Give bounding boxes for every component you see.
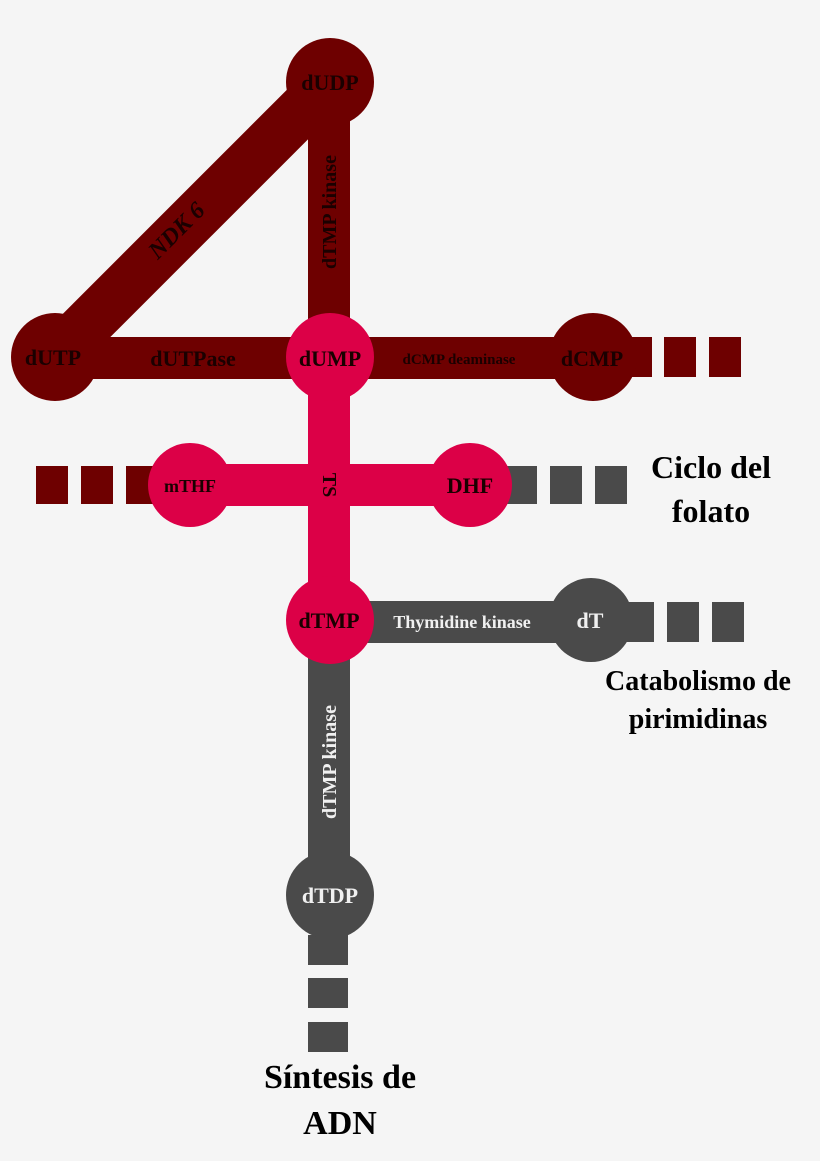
label-dtmp: dTMP: [298, 608, 359, 633]
mthf-dash-1: [36, 466, 68, 504]
pyrimidine-catabolism-label-line1: Catabolismo de: [605, 666, 791, 697]
node-dtdp: [286, 851, 374, 939]
node-mthf: [148, 443, 232, 527]
enzyme-dutpase: dUTPase: [150, 346, 236, 371]
gray-pathway: [308, 466, 744, 1052]
ts-connector-horizontal: [190, 464, 470, 506]
node-dtmp: [286, 576, 374, 664]
dark-red-pathway: [36, 64, 741, 504]
enzyme-dtmp-kinase-top: dTMP kinase: [319, 155, 341, 269]
dhf-dash-2: [550, 466, 582, 504]
enzyme-ts: TS: [318, 473, 340, 497]
dt-dash-2: [667, 602, 699, 642]
label-dudp: dUDP: [301, 70, 358, 95]
node-labels: dUDP dUTP dUMP dCMP mTHF DHF dTMP dT dTD…: [25, 70, 623, 908]
label-dutp: dUTP: [25, 345, 81, 370]
enzyme-thymidine-kinase: Thymidine kinase: [393, 612, 531, 632]
label-dump: dUMP: [299, 346, 361, 371]
label-dhf: DHF: [447, 473, 493, 498]
folate-cycle-label-line1: Ciclo del: [651, 449, 771, 485]
dcmp-dash-3: [709, 337, 741, 377]
dtdp-dash-2: [308, 978, 348, 1008]
dna-synthesis-label-line1: Síntesis de: [264, 1059, 416, 1096]
nodes: [11, 38, 637, 939]
node-dudp: [286, 38, 374, 126]
dna-synthesis-label-line2: ADN: [303, 1105, 377, 1142]
label-dcmp: dCMP: [561, 346, 623, 371]
node-dcmp: [549, 313, 637, 401]
dtdp-dash-1: [308, 935, 348, 965]
folate-cycle-label-line2: folato: [672, 493, 750, 529]
pyrimidine-catabolism-label-line2: pirimidinas: [629, 704, 768, 735]
enzyme-dtmp-kinase-bottom: dTMP kinase: [319, 705, 341, 819]
dtmp-kinase-top-connector: [308, 82, 350, 357]
node-dhf: [428, 443, 512, 527]
external-labels: Ciclo del folato Catabolismo de pirimidi…: [264, 449, 791, 1142]
node-dutp: [11, 313, 99, 401]
node-dt: [549, 578, 633, 662]
label-dt: dT: [577, 608, 604, 633]
dt-dash-3: [712, 602, 744, 642]
dcmp-dash-2: [664, 337, 696, 377]
mthf-dash-2: [81, 466, 113, 504]
label-mthf: mTHF: [164, 476, 216, 496]
dhf-dash-3: [595, 466, 627, 504]
enzyme-dcmp-deaminase: dCMP deaminase: [403, 352, 516, 368]
dtdp-dash-3: [308, 1022, 348, 1052]
node-dump: [286, 313, 374, 401]
label-dtdp: dTDP: [302, 883, 358, 908]
ndk6-connector: [37, 64, 348, 375]
